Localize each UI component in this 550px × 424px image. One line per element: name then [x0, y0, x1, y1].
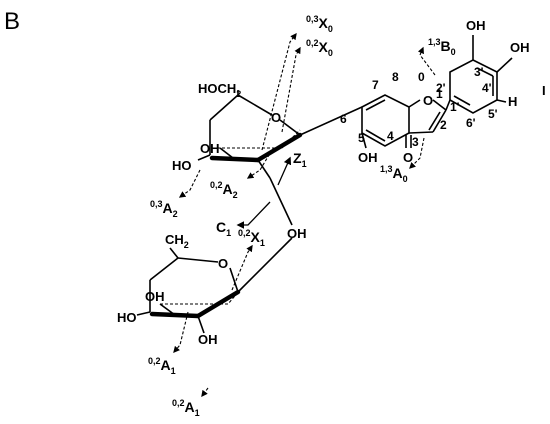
h-atom: H — [508, 94, 517, 109]
hoch2-group: HOCH2 — [198, 81, 241, 99]
pos-4prime: 4' — [482, 81, 492, 95]
phenol-oh: OH — [358, 150, 378, 165]
rhamnose-ring-oxygen: O — [218, 256, 228, 271]
label-x0-03: 0,3X0 — [306, 14, 333, 34]
pos-6prime: 6' — [466, 116, 476, 130]
label-a2-02: 0,2A2 — [210, 180, 238, 200]
pos-0: 0 — [418, 70, 425, 84]
cleavage-lines — [160, 32, 436, 398]
glucose-ring — [197, 90, 303, 226]
label-a1-02-lower: 0,2A1 — [172, 398, 200, 418]
glucose-oh: OH — [200, 141, 220, 156]
label-b0-13: 1,3B0 — [428, 37, 456, 57]
carbonyl-oxygen: O — [403, 150, 413, 165]
pos-1prime: 1' — [450, 100, 460, 114]
cleavage-solid-arrows — [236, 156, 292, 229]
pos-4: 4 — [387, 129, 394, 143]
b-ring — [449, 35, 513, 114]
chromone-oxygen: O — [423, 93, 433, 108]
label-a1-02-upper: 0,2A1 — [148, 356, 176, 376]
pos-7: 7 — [372, 78, 379, 92]
label-c1: C1 — [216, 219, 231, 238]
label-x1-02: 0,2X1 — [238, 228, 265, 248]
panel-label: B — [4, 8, 20, 35]
label-z1: Z1 — [293, 150, 307, 169]
pos-3: 3 — [412, 135, 419, 149]
pos-5: 5 — [358, 131, 365, 145]
rhamnose-oh-low: OH — [198, 332, 218, 347]
link-oh: OH — [287, 226, 307, 241]
pos-3prime: 3' — [474, 65, 484, 79]
glucose-ho: HO — [172, 158, 192, 173]
side-mark: I — [542, 83, 546, 98]
pos-2: 2 — [440, 118, 447, 132]
pos-5prime: 5' — [488, 107, 498, 121]
pos-6: 6 — [340, 112, 347, 126]
oh-3prime: OH — [466, 18, 486, 33]
pos-1: 1 — [436, 87, 443, 101]
rhamnose-ring — [136, 237, 293, 334]
label-x0-02: 0,2X0 — [306, 38, 333, 58]
rhamnose-ho: HO — [117, 310, 137, 325]
pos-8: 8 — [392, 70, 399, 84]
glucose-ring-oxygen: O — [271, 110, 281, 125]
label-a2-03: 0,3A2 — [150, 199, 178, 219]
ch2-group: CH2 — [165, 232, 189, 250]
pos-2prime: 2' — [436, 81, 446, 95]
label-a0-13: 1,3A0 — [380, 164, 408, 184]
rhamnose-oh-mid: OH — [145, 289, 165, 304]
chromone-core — [299, 94, 451, 149]
oh-4prime: OH — [510, 40, 530, 55]
